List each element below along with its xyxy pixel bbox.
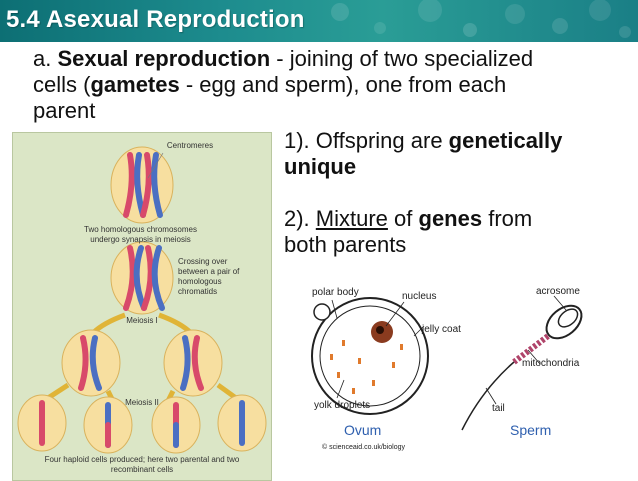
meiosis-1-label: Meiosis I <box>126 316 158 325</box>
gametes-drawing <box>311 295 583 431</box>
meiosis-2-label: Meiosis II <box>125 398 159 407</box>
title-bar: 5.4 Asexual Reproduction <box>0 0 638 42</box>
acrosome-label: acrosome <box>536 286 580 297</box>
nucleus-label: nucleus <box>402 291 437 302</box>
definition-prefix: a. <box>33 46 58 71</box>
meiosis-caption: Four haploid cells produced; here two pa… <box>44 455 240 474</box>
crossing-over-label: Crossing over between a pair of homologo… <box>178 257 240 296</box>
point-2-line2: both parents <box>284 232 407 257</box>
meiosis-drawing <box>17 146 267 454</box>
point-1-prefix: 1). Offspring are <box>284 128 449 153</box>
point-2-rest: from <box>482 206 533 231</box>
credit-text: © scienceaid.co.uk/biology <box>322 444 405 451</box>
bubble-decoration <box>331 0 631 38</box>
sperm-label: Sperm <box>510 422 552 438</box>
definition-line2-start: cells ( <box>33 72 91 97</box>
point-2-prefix: 2). <box>284 206 316 231</box>
centromeres-label: Centromeres <box>166 141 214 150</box>
tail-label: tail <box>492 403 505 414</box>
point-1-bold: genetically <box>448 128 563 153</box>
gametes-diagram: polar body nucleus jelly coat yolk dropl… <box>282 280 627 479</box>
key-points: 1). Offspring are genetically unique 2).… <box>284 128 624 258</box>
definition-text: a. Sexual reproduction - joining of two … <box>33 46 623 124</box>
polar-body-label: polar body <box>312 287 359 298</box>
definition-rest-2: - egg and sperm), one from each <box>179 72 507 97</box>
yolk-droplets-label: yolk droplets <box>314 400 371 411</box>
term-sexual-reproduction: Sexual reproduction <box>57 46 271 71</box>
point-2: 2). Mixture of genes from <box>284 206 624 232</box>
ovum-label: Ovum <box>344 422 382 438</box>
point-2-bold: genes <box>418 206 483 231</box>
meiosis-diagram: Centromeres Two homologous chromosomes u… <box>12 132 272 481</box>
point-1-line2: unique <box>284 154 624 180</box>
term-gametes: gametes <box>90 72 180 97</box>
jelly-coat-label: jelly coat <box>422 324 461 335</box>
definition-rest-1: - joining of two specialized <box>270 46 534 71</box>
point-1-bold-2: unique <box>284 154 357 179</box>
definition-line3: parent <box>33 98 96 123</box>
point-1: 1). Offspring are genetically <box>284 128 624 154</box>
synapsis-label: Two homologous chromosomes undergo synap… <box>84 225 197 244</box>
slide-title: 5.4 Asexual Reproduction <box>6 6 305 33</box>
point-2-mid: of <box>387 206 419 231</box>
mitochondria-label: mitochondria <box>522 358 580 369</box>
point-2-underline: Mixture <box>315 206 388 231</box>
